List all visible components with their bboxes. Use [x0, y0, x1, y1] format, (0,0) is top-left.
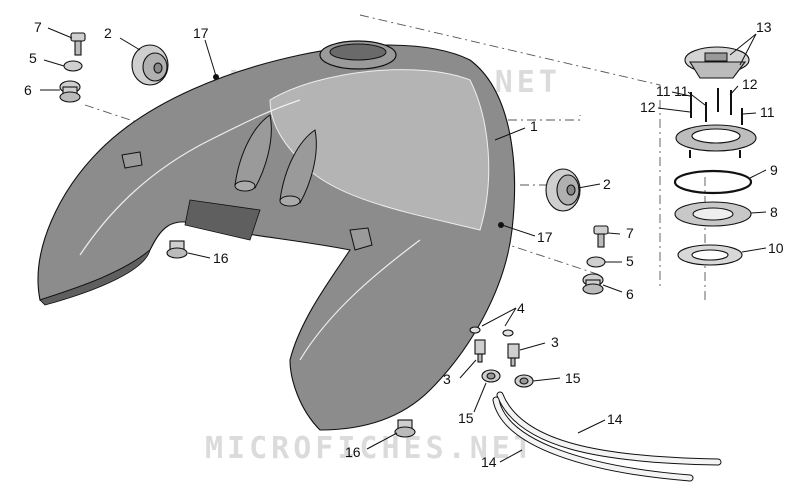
callout-17-right: 17	[537, 229, 553, 245]
grommet-right	[545, 168, 581, 212]
callout-4: 4	[517, 300, 525, 316]
callout-5-left: 5	[29, 50, 37, 66]
callout-1: 1	[530, 118, 538, 134]
callout-10: 10	[768, 240, 784, 256]
callout-2-right: 2	[603, 176, 611, 192]
bush-left	[59, 80, 81, 103]
callout-15-left: 15	[458, 410, 474, 426]
fitting-left	[469, 326, 486, 363]
leader-lines	[40, 27, 767, 463]
screw-left	[70, 32, 86, 56]
callout-12-a: 12	[640, 99, 656, 115]
hoses	[492, 391, 722, 482]
bush-right	[582, 273, 604, 295]
o-ring	[673, 169, 753, 195]
callout-13: 13	[756, 19, 772, 35]
callout-11-a: 11	[656, 83, 671, 99]
callout-6-left: 6	[24, 82, 32, 98]
callout-5-right: 5	[626, 253, 634, 269]
callout-11-b: 11	[674, 83, 689, 99]
callout-7-right: 7	[626, 225, 634, 241]
callout-14-right: 14	[607, 411, 623, 427]
hose-clamp-right	[514, 374, 534, 388]
flange-ring	[675, 124, 757, 158]
grommet-left	[131, 44, 169, 86]
callout-numbers: 1 2 2 3 3 4 5 5 6 6 7 7 8 9 10 11 11 11 …	[24, 19, 784, 470]
callout-11-c: 11	[760, 104, 775, 120]
hose-clamp-left	[481, 369, 501, 383]
callout-17-top: 17	[193, 25, 209, 41]
callout-16-upper: 16	[213, 250, 229, 266]
filler-cap-assembly	[684, 46, 750, 79]
screw-right	[593, 225, 609, 248]
screws-group	[690, 88, 743, 125]
callout-7-left: 7	[34, 19, 42, 35]
callout-8: 8	[770, 204, 778, 220]
callout-2-left: 2	[104, 25, 112, 41]
callout-3-right: 3	[551, 334, 559, 350]
gasket	[677, 244, 743, 266]
fuel-tank	[37, 40, 516, 431]
rubber-buffer-upper	[166, 240, 188, 259]
fitting-right	[502, 329, 520, 367]
callout-9: 9	[770, 162, 778, 178]
seal-plate	[674, 201, 752, 227]
rubber-buffer-lower	[394, 419, 416, 438]
callout-6-right: 6	[626, 286, 634, 302]
callout-16-lower: 16	[345, 444, 361, 460]
callout-15-right: 15	[565, 370, 581, 386]
washer-right	[586, 256, 606, 268]
washer-left	[63, 60, 83, 72]
callout-14-left: 14	[481, 454, 497, 470]
callout-3-left: 3	[443, 371, 451, 387]
callout-12-b: 12	[742, 76, 758, 92]
